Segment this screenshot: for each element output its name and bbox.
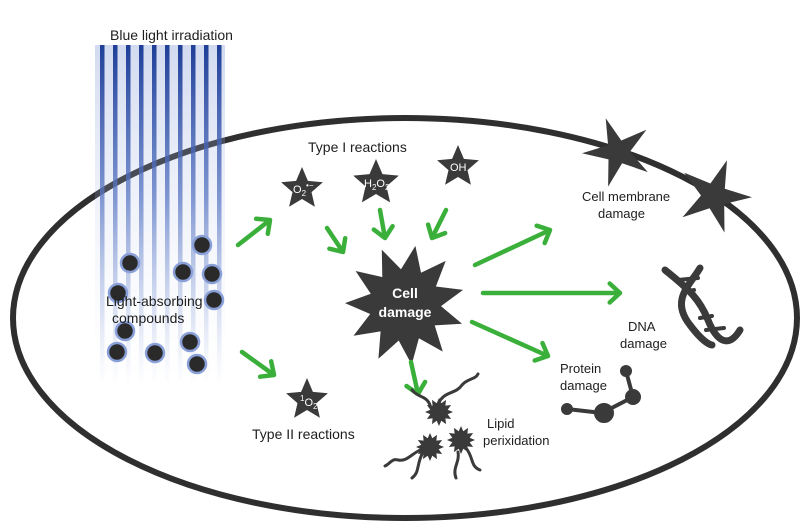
protein-damage-label-2: damage	[560, 378, 607, 393]
compound-dot	[203, 289, 225, 311]
protein-damage-label: Protein	[560, 361, 601, 376]
light-absorbing-label-2: compounds	[112, 310, 184, 326]
cell-damage-burst-icon	[345, 245, 464, 365]
compound-dot	[114, 320, 136, 342]
svg-text:1O2: 1O2	[300, 394, 318, 411]
svg-text:OH: OH	[450, 162, 467, 174]
light-beam-line	[191, 45, 196, 385]
green-arrow	[371, 207, 395, 241]
light-absorbing-label: Light-absorbing	[106, 293, 203, 309]
compound-dot	[179, 331, 201, 353]
green-arrow	[235, 216, 273, 248]
light-beam-line	[113, 45, 118, 385]
title-blue-light: Blue light irradiation	[110, 27, 233, 43]
green-arrow	[480, 281, 623, 305]
h2o2-star-icon: H2O2	[353, 159, 399, 203]
dna-helix-icon	[661, 264, 744, 349]
compound-dot	[119, 252, 141, 274]
membrane-damage-star-icon	[582, 118, 752, 233]
light-beam-line	[217, 45, 222, 385]
light-beam-line	[152, 45, 157, 385]
light-beam-line	[139, 45, 144, 385]
compound-dot	[144, 342, 166, 364]
light-beam-line	[126, 45, 131, 385]
superoxide-star-icon: O2•−	[281, 167, 323, 207]
type2-label: Type II reactions	[252, 426, 355, 442]
membrane-damage-label-2: damage	[598, 206, 645, 221]
cell-damage-label: Cell	[392, 285, 418, 301]
green-arrow	[239, 349, 277, 379]
compound-dot	[172, 261, 194, 283]
dna-damage-label-2: damage	[620, 336, 667, 351]
blue-light-beams	[95, 45, 225, 385]
green-arrow	[472, 223, 553, 268]
reaction-arrows	[235, 207, 623, 397]
compound-dot	[201, 263, 223, 285]
oh-star-icon: OH	[437, 145, 479, 185]
lipid-label-2: perixidation	[483, 433, 550, 448]
dna-damage-label: DNA	[628, 319, 656, 334]
light-absorbing-compounds	[106, 234, 225, 375]
lipid-molecules-icon	[383, 372, 482, 480]
svg-text:H2O2: H2O2	[364, 178, 390, 192]
light-beam-line	[165, 45, 170, 385]
light-beam-line	[204, 45, 209, 385]
compound-dot	[106, 341, 128, 363]
singlet-oxygen-star-icon: 1O2	[286, 378, 328, 418]
light-beam-line	[178, 45, 183, 385]
compound-dot	[107, 282, 129, 304]
compound-dot	[186, 353, 208, 375]
green-arrow	[324, 225, 348, 255]
membrane-damage-label: Cell membrane	[582, 189, 670, 204]
light-beam-line	[100, 45, 105, 385]
svg-text:O2•−: O2•−	[293, 181, 314, 198]
lipid-label: Lipid	[487, 416, 514, 431]
green-arrow	[425, 207, 449, 241]
protein-molecule-icon	[561, 365, 641, 423]
compound-dot	[191, 234, 213, 256]
cell-damage-label-2: damage	[379, 304, 432, 320]
type1-label: Type I reactions	[308, 139, 407, 155]
green-arrow	[469, 319, 551, 363]
